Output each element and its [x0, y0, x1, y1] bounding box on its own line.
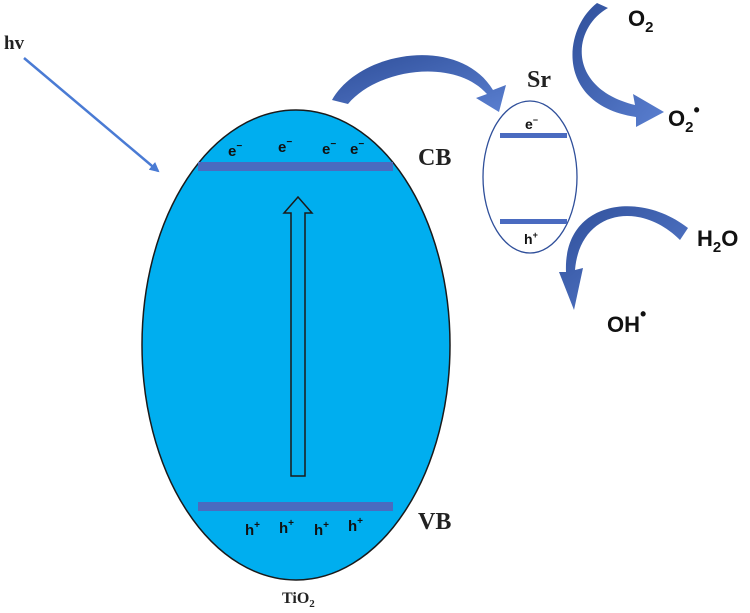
vb-hole: h+	[314, 520, 329, 539]
electron-transfer-arrow	[332, 55, 506, 112]
light-arrow	[23, 57, 160, 173]
vb-holes: h+ h+ h+ h+	[245, 516, 363, 539]
sr-label: Sr	[527, 67, 551, 93]
cb-electron: e−	[350, 139, 364, 158]
sr-lower-level	[500, 219, 567, 224]
tio2-label: TiO2	[282, 590, 315, 610]
water-oxidation-arrow	[559, 206, 688, 310]
sr-particle	[482, 100, 578, 254]
light-label: hv	[4, 33, 25, 54]
cb-electron: e−	[322, 139, 336, 158]
cb-electron: e−	[228, 141, 242, 160]
oxygen-reduction-arrow	[572, 3, 664, 127]
cb-electron: e−	[278, 137, 292, 156]
excitation-arrow	[282, 195, 314, 477]
vb-hole: h+	[279, 518, 294, 537]
cb-electrons: e− e− e− e−	[228, 137, 364, 160]
water-label: H2O	[697, 226, 738, 256]
superoxide-label: O2•	[668, 100, 700, 136]
sr-hole: h+	[524, 230, 538, 247]
hydroxyl-label: OH•	[607, 304, 646, 337]
vb-hole: h+	[245, 520, 260, 539]
oxygen-label: O2	[628, 6, 653, 36]
conduction-band	[198, 162, 393, 171]
sr-electron: e−	[525, 115, 538, 132]
valence-band	[198, 502, 393, 511]
vb-hole: h+	[348, 516, 363, 535]
sr-upper-level	[500, 133, 567, 138]
vb-label: VB	[418, 509, 451, 535]
cb-label: CB	[418, 145, 451, 171]
